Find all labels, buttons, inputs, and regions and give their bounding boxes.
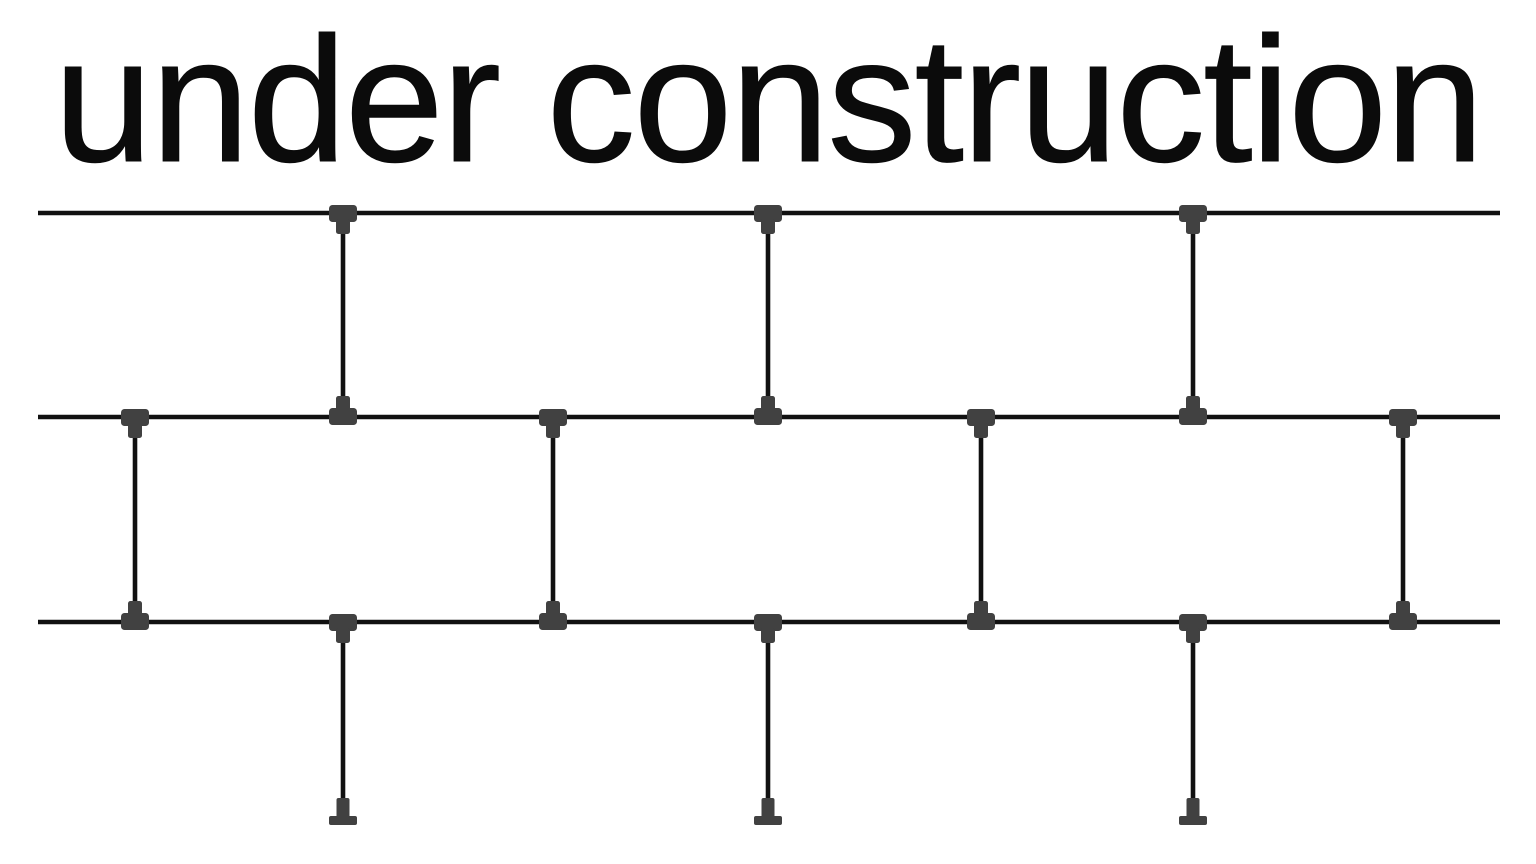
t-clamp-stem-up bbox=[546, 601, 560, 616]
t-clamp-stem-down bbox=[761, 219, 775, 234]
t-clamp-connector-down bbox=[121, 409, 149, 426]
t-clamp-stem-down bbox=[974, 423, 988, 438]
t-clamp-connector-up bbox=[539, 613, 567, 630]
t-clamp-connector-up bbox=[1389, 613, 1417, 630]
t-clamp-stem-up bbox=[1186, 396, 1200, 411]
post-foot-base bbox=[1179, 816, 1207, 825]
t-clamp-connector-down bbox=[1389, 409, 1417, 426]
t-clamp-connector-down bbox=[967, 409, 995, 426]
t-clamp-stem-down bbox=[761, 628, 775, 643]
t-clamp-connector-up bbox=[754, 408, 782, 425]
post-foot-base bbox=[754, 816, 782, 825]
t-clamp-connector-down bbox=[329, 614, 357, 631]
t-clamp-stem-down bbox=[1396, 423, 1410, 438]
t-clamp-connector-down bbox=[754, 205, 782, 222]
t-clamp-stem-down bbox=[1186, 628, 1200, 643]
t-clamp-stem-down bbox=[546, 423, 560, 438]
t-clamp-connector-down bbox=[1179, 205, 1207, 222]
t-clamp-stem-down bbox=[128, 423, 142, 438]
post-foot-stem bbox=[761, 798, 775, 819]
t-clamp-connector-down bbox=[329, 205, 357, 222]
t-clamp-stem-up bbox=[336, 396, 350, 411]
t-clamp-stem-down bbox=[336, 219, 350, 234]
post-foot-base bbox=[329, 816, 357, 825]
t-clamp-connector-up bbox=[329, 408, 357, 425]
t-clamp-connector-up bbox=[967, 613, 995, 630]
t-clamp-connector-down bbox=[1179, 614, 1207, 631]
t-clamp-stem-up bbox=[1396, 601, 1410, 616]
t-clamp-connector-down bbox=[539, 409, 567, 426]
post-foot-stem bbox=[1186, 798, 1200, 819]
t-clamp-stem-up bbox=[974, 601, 988, 616]
page-title: under construction bbox=[53, 0, 1484, 199]
t-clamp-stem-up bbox=[761, 396, 775, 411]
t-clamp-connector-down bbox=[754, 614, 782, 631]
t-clamp-connector-up bbox=[1179, 408, 1207, 425]
t-clamp-stem-down bbox=[336, 628, 350, 643]
t-clamp-connector-up bbox=[121, 613, 149, 630]
t-clamp-stem-down bbox=[1186, 219, 1200, 234]
post-foot-stem bbox=[336, 798, 350, 819]
t-clamp-stem-up bbox=[128, 601, 142, 616]
